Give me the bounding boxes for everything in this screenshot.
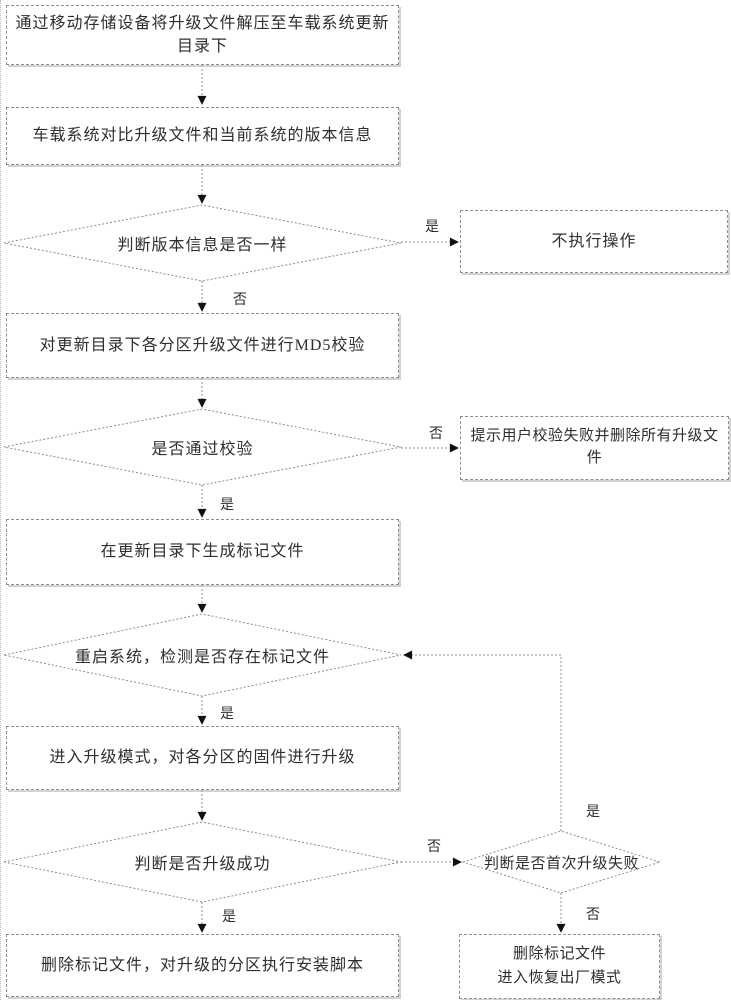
process-box-no-action: 不执行操作	[460, 210, 728, 273]
process-box-do-upgrade: 进入升级模式，对各分区的固件进行升级	[6, 726, 399, 790]
process-box-extract-files: 通过移动存储设备将升级文件解压至车载系统更新目录下	[6, 5, 399, 65]
process-box-create-mark-label: 在更新目录下生成标记文件	[100, 543, 305, 561]
process-box-create-mark: 在更新目录下生成标记文件	[6, 519, 399, 585]
edge-label-version-same-no: 否	[233, 293, 247, 308]
process-box-notify-fail: 提示用户校验失败并删除所有升级文件	[460, 416, 729, 480]
edge-label-reboot-check-yes: 是	[220, 707, 234, 722]
process-box-extract-files-label: 通过移动存储设备将升级文件解压至车载系统更新目录下	[15, 14, 390, 55]
arrow-first-fail-yes-loop-to-reboot-check	[403, 650, 562, 831]
process-box-do-upgrade-label: 进入升级模式，对各分区的固件进行升级	[49, 749, 356, 767]
process-box-run-script-label: 删除标记文件，对升级的分区执行安装脚本	[40, 956, 364, 974]
process-box-md5-check: 对更新目录下各分区升级文件进行MD5校验	[6, 313, 399, 378]
edge-label-pass-check-no: 否	[429, 427, 443, 442]
decision-diamond-first-fail	[461, 830, 662, 894]
edge-label-upgrade-ok-no: 否	[427, 840, 441, 855]
process-box-compare-version-label: 车载系统对比升级文件和当前系统的版本信息	[32, 127, 373, 145]
edge-label-upgrade-ok-yes: 是	[222, 910, 236, 925]
edge-label-pass-check-yes: 是	[220, 498, 234, 513]
edge-label-first-fail-no: 否	[586, 908, 600, 923]
process-box-factory-reset: 删除标记文件 进入恢复出厂模式	[459, 934, 660, 999]
decision-diamond-pass-check	[3, 408, 402, 486]
decision-diamond-reboot-check	[3, 613, 402, 697]
process-box-compare-version: 车载系统对比升级文件和当前系统的版本信息	[6, 107, 399, 165]
edge-label-first-fail-yes: 是	[586, 805, 600, 820]
process-box-factory-reset-line1: 删除标记文件	[512, 946, 606, 963]
process-box-factory-reset-line2: 进入恢复出厂模式	[497, 969, 622, 986]
process-box-md5-check-label: 对更新目录下各分区升级文件进行MD5校验	[39, 336, 366, 354]
process-box-notify-fail-label: 提示用户校验失败并删除所有升级文件	[470, 428, 719, 466]
edge-label-version-same-yes: 是	[425, 220, 439, 235]
decision-diamond-version-same	[3, 204, 402, 282]
process-box-run-script: 删除标记文件，对升级的分区执行安装脚本	[6, 934, 399, 997]
process-box-no-action-label: 不执行操作	[551, 232, 637, 250]
decision-diamond-upgrade-ok	[3, 821, 402, 903]
